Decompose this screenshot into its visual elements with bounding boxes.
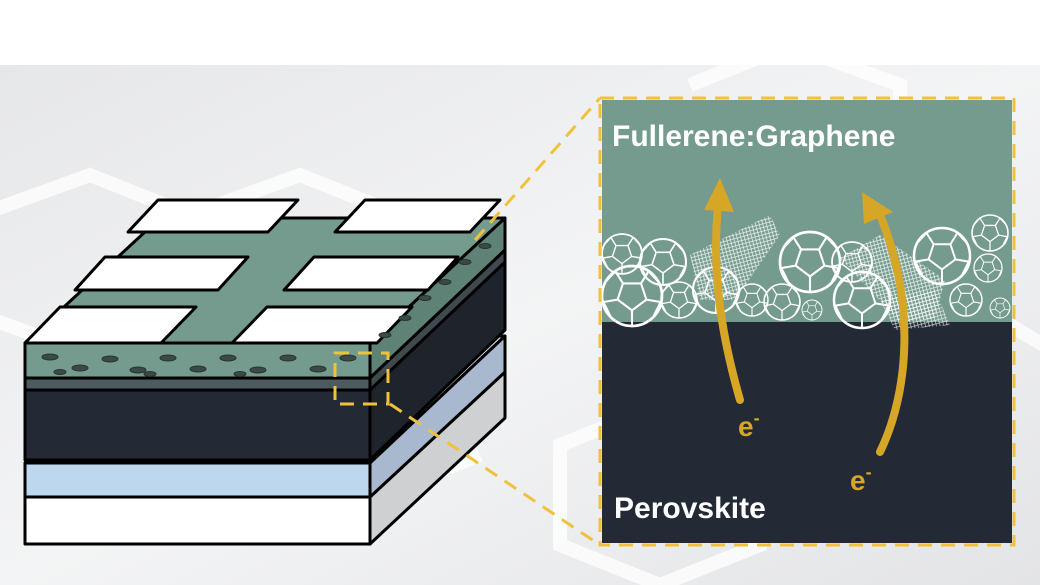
perovskite-front-face [23, 388, 372, 462]
electron-label-1: e- [738, 408, 760, 442]
zoom-box [333, 351, 390, 406]
electrode-mid-right [282, 255, 460, 292]
zoom-line-top [473, 97, 602, 241]
electron-arrow-icon [712, 201, 744, 404]
electrode-front-left [23, 305, 198, 345]
electrode-front-right [230, 305, 414, 345]
inset-panel: Fullerene:Graphene Perovskite e- e- [602, 100, 1012, 543]
graphene-sheet-icon [880, 290, 950, 330]
interlayer-front-face [23, 376, 372, 392]
electrode-mid-left [73, 255, 250, 292]
electron-arrows [712, 201, 909, 456]
graphene-sheet-icon [690, 215, 780, 300]
fullerene-graphene-label: Fullerene:Graphene [612, 120, 895, 153]
perovskite-label: Perovskite [614, 492, 766, 525]
inset-border [598, 96, 1016, 547]
electron-arrow-head-2 [862, 192, 893, 224]
substrate-front-face [23, 495, 372, 546]
electron-arrow-icon [876, 211, 909, 456]
glass-front-face [23, 461, 372, 499]
zoom-indicator [333, 97, 602, 547]
electron-label-2: e- [850, 462, 872, 496]
etl-front-face [23, 341, 372, 380]
interlayer-right-face [368, 248, 507, 392]
electrode-back-left [126, 198, 300, 234]
zoom-line-bottom [389, 402, 601, 547]
electrode-back-right [333, 198, 502, 234]
fullerene-particles [41, 243, 492, 377]
inset-perovskite-region [602, 322, 1012, 543]
electron-arrow-head-1 [704, 178, 734, 212]
